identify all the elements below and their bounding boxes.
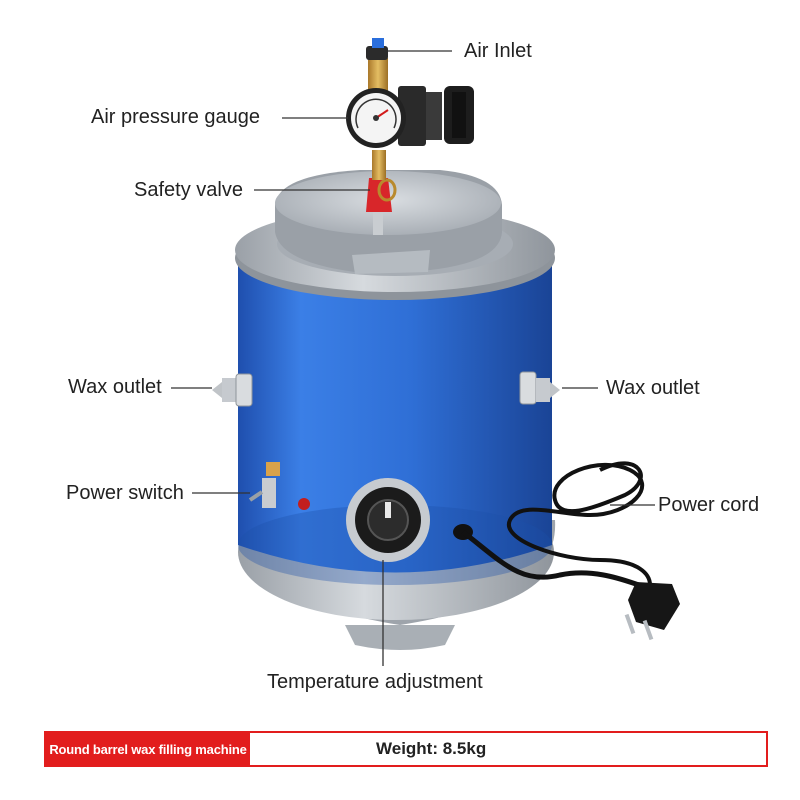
label-wax-outlet-right: Wax outlet — [606, 377, 700, 399]
power-plug-icon — [624, 582, 680, 641]
power-indicator-light — [298, 498, 310, 510]
label-safety-valve: Safety valve — [134, 179, 243, 201]
power-switch — [248, 462, 280, 508]
weight-text: Weight: 8.5kg — [376, 739, 487, 758]
leader-lines — [171, 50, 655, 666]
pressure-regulator — [366, 38, 474, 146]
product-name-badge: Round barrel wax filling machine — [46, 733, 250, 765]
temperature-knob-icon — [346, 478, 430, 562]
label-air-pressure-gauge: Air pressure gauge — [91, 106, 260, 128]
label-air-inlet: Air Inlet — [464, 40, 532, 62]
label-power-cord: Power cord — [658, 494, 760, 516]
label-wax-outlet-left: Wax outlet — [68, 376, 162, 398]
label-temperature-adjustment: Temperature adjustment — [267, 671, 483, 693]
wax-outlet-right — [519, 371, 560, 405]
product-info-bar: Round barrel wax filling machine Weight:… — [44, 731, 768, 767]
lid — [275, 170, 502, 274]
wax-outlet-left — [212, 373, 253, 407]
label-power-switch: Power switch — [66, 482, 184, 504]
pressure-gauge-icon — [346, 88, 406, 148]
safety-valve — [366, 150, 397, 235]
